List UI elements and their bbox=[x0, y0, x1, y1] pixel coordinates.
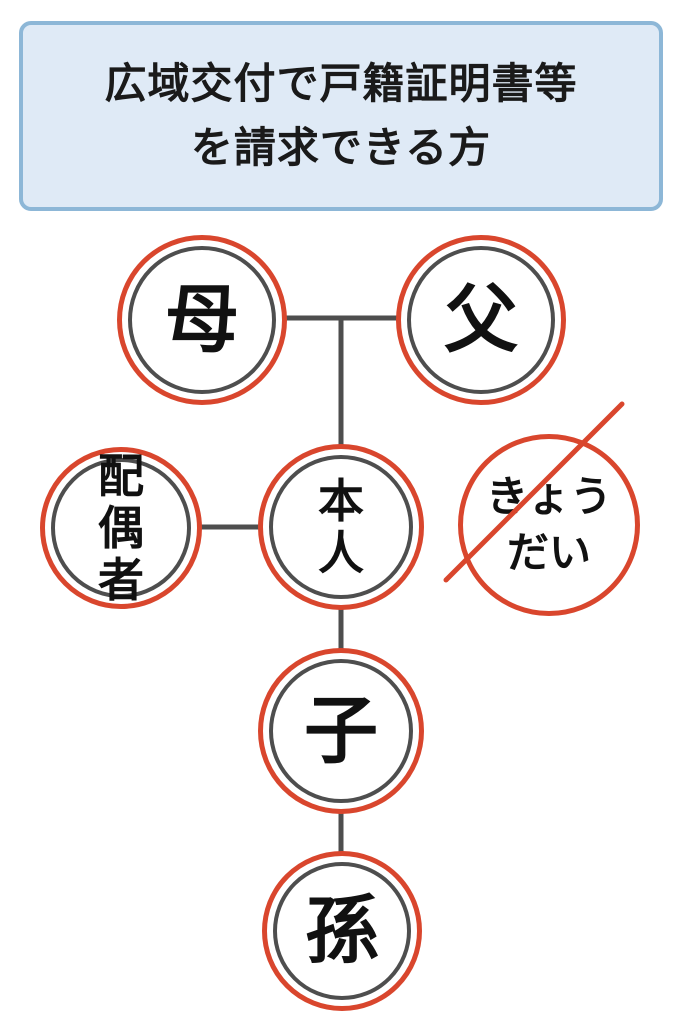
node-siblings-label: きょうだい bbox=[485, 472, 612, 577]
node-siblings-excluded: きょうだい bbox=[458, 434, 640, 616]
node-self-inner: 本人 bbox=[269, 455, 413, 599]
node-father: 父 bbox=[396, 235, 566, 405]
node-spouse-inner: 配偶者 bbox=[51, 450, 191, 606]
node-father-inner: 父 bbox=[407, 246, 555, 394]
node-self-label: 本人 bbox=[318, 474, 364, 580]
node-grandchild-label: 孫 bbox=[305, 888, 379, 974]
node-grandchild-inner: 孫 bbox=[273, 862, 411, 1000]
node-child-label: 子 bbox=[304, 688, 378, 774]
node-mother-label: 母 bbox=[165, 277, 239, 363]
node-mother: 母 bbox=[117, 235, 287, 405]
node-child: 子 bbox=[258, 648, 424, 814]
node-self: 本人 bbox=[258, 444, 424, 610]
title-banner: 広域交付で戸籍証明書等 を請求できる方 bbox=[19, 21, 663, 211]
node-mother-inner: 母 bbox=[128, 246, 276, 394]
node-grandchild: 孫 bbox=[262, 851, 422, 1011]
node-child-inner: 子 bbox=[269, 659, 413, 803]
title-line-1: 広域交付で戸籍証明書等 bbox=[104, 59, 578, 108]
node-father-label: 父 bbox=[444, 277, 518, 363]
node-spouse-label: 配偶者 bbox=[98, 449, 144, 607]
node-spouse: 配偶者 bbox=[40, 447, 202, 609]
title-line-2: を請求できる方 bbox=[190, 123, 492, 172]
